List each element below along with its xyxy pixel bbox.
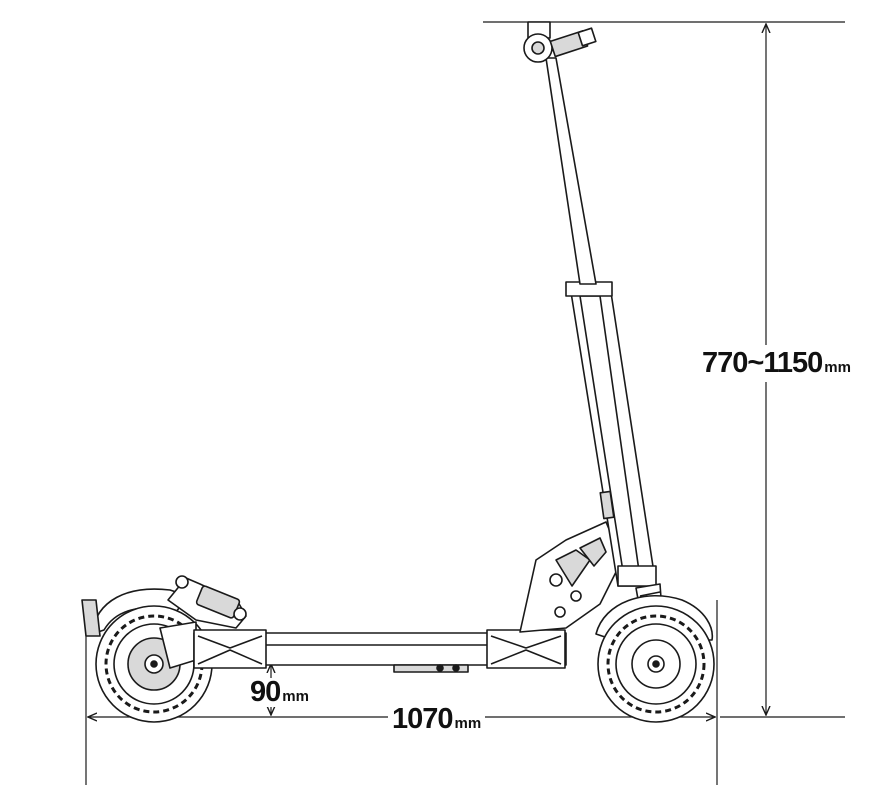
length-value: 1070 — [392, 703, 454, 735]
clearance-unit: mm — [282, 688, 309, 705]
steering-tube — [565, 281, 657, 587]
height-value: 770~1150 — [702, 347, 823, 379]
deck — [193, 629, 567, 673]
front-wheel — [597, 605, 715, 723]
stem — [545, 57, 597, 285]
height-unit: mm — [824, 359, 851, 376]
length-unit: mm — [454, 715, 482, 732]
handlebar — [523, 21, 597, 63]
clearance-value: 90 — [250, 676, 281, 708]
rear-suspension — [159, 575, 247, 669]
scooter — [81, 21, 715, 723]
